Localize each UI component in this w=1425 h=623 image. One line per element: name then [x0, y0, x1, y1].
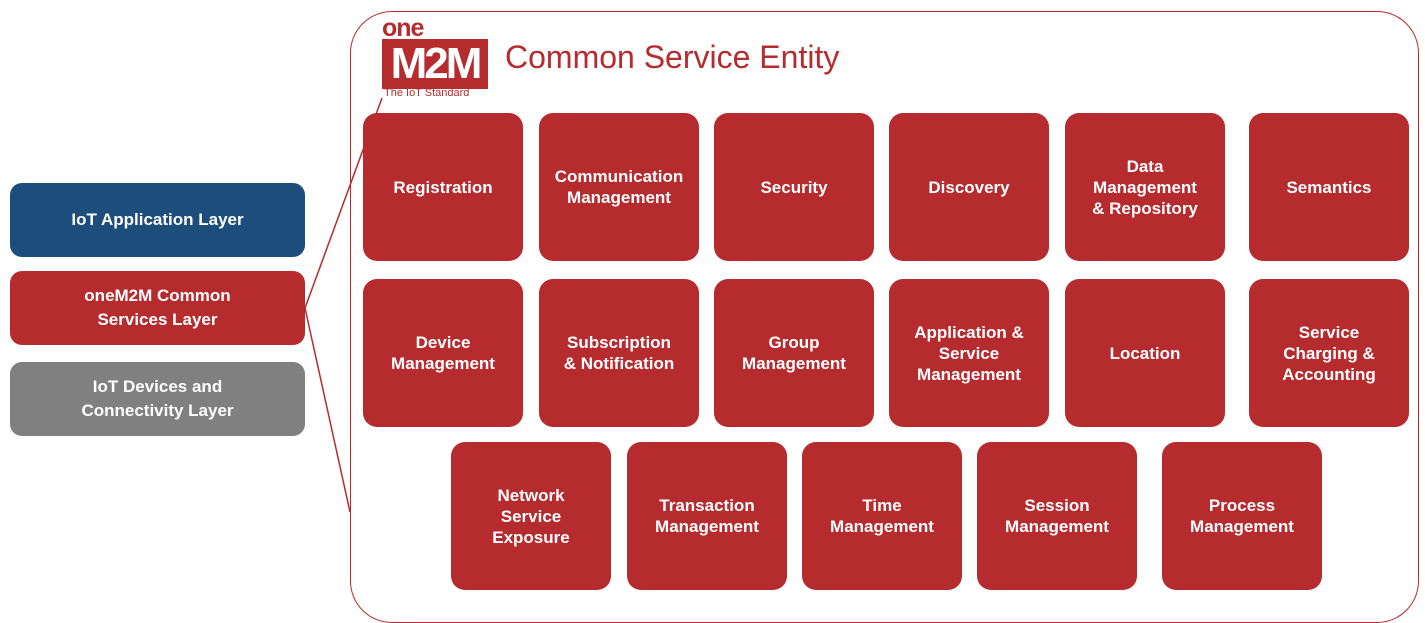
function-security: Security [714, 113, 874, 261]
layer-label: IoT Application Layer [71, 210, 244, 229]
function-device-management: Device Management [363, 279, 523, 427]
function-data-management-repository: Data Management & Repository [1065, 113, 1225, 261]
layer-label: IoT Devices and Connectivity Layer [81, 377, 234, 420]
function-transaction-management: Transaction Management [627, 442, 787, 590]
layer-label: oneM2M Common Services Layer [84, 286, 231, 329]
entity-title: Common Service Entity [505, 39, 840, 75]
function-session-management: Session Management [977, 442, 1137, 590]
function-discovery: Discovery [889, 113, 1049, 261]
function-service-charging-accounting: Service Charging & Accounting [1249, 279, 1409, 427]
onem2m-logo: one M2M The IoT Standard [382, 14, 488, 99]
logo-tagline: The IoT Standard [384, 87, 470, 99]
logo-one-text: one [382, 14, 424, 42]
layer-iot-devices-connectivity: IoT Devices and Connectivity Layer [10, 362, 305, 436]
layer-iot-application: IoT Application Layer [10, 183, 305, 257]
function-subscription-notification: Subscription & Notification [539, 279, 699, 427]
function-time-management: Time Management [802, 442, 962, 590]
function-group-management: Group Management [714, 279, 874, 427]
function-network-service-exposure: Network Service Exposure [451, 442, 611, 590]
function-registration: Registration [363, 113, 523, 261]
function-communication-management: Communication Management [539, 113, 699, 261]
function-semantics: Semantics [1249, 113, 1409, 261]
function-application-service-management: Application & Service Management [889, 279, 1049, 427]
logo-m2m-mark: M2M [382, 39, 488, 89]
layer-onem2m-common-services: oneM2M Common Services Layer [10, 271, 305, 345]
function-process-management: Process Management [1162, 442, 1322, 590]
function-location: Location [1065, 279, 1225, 427]
